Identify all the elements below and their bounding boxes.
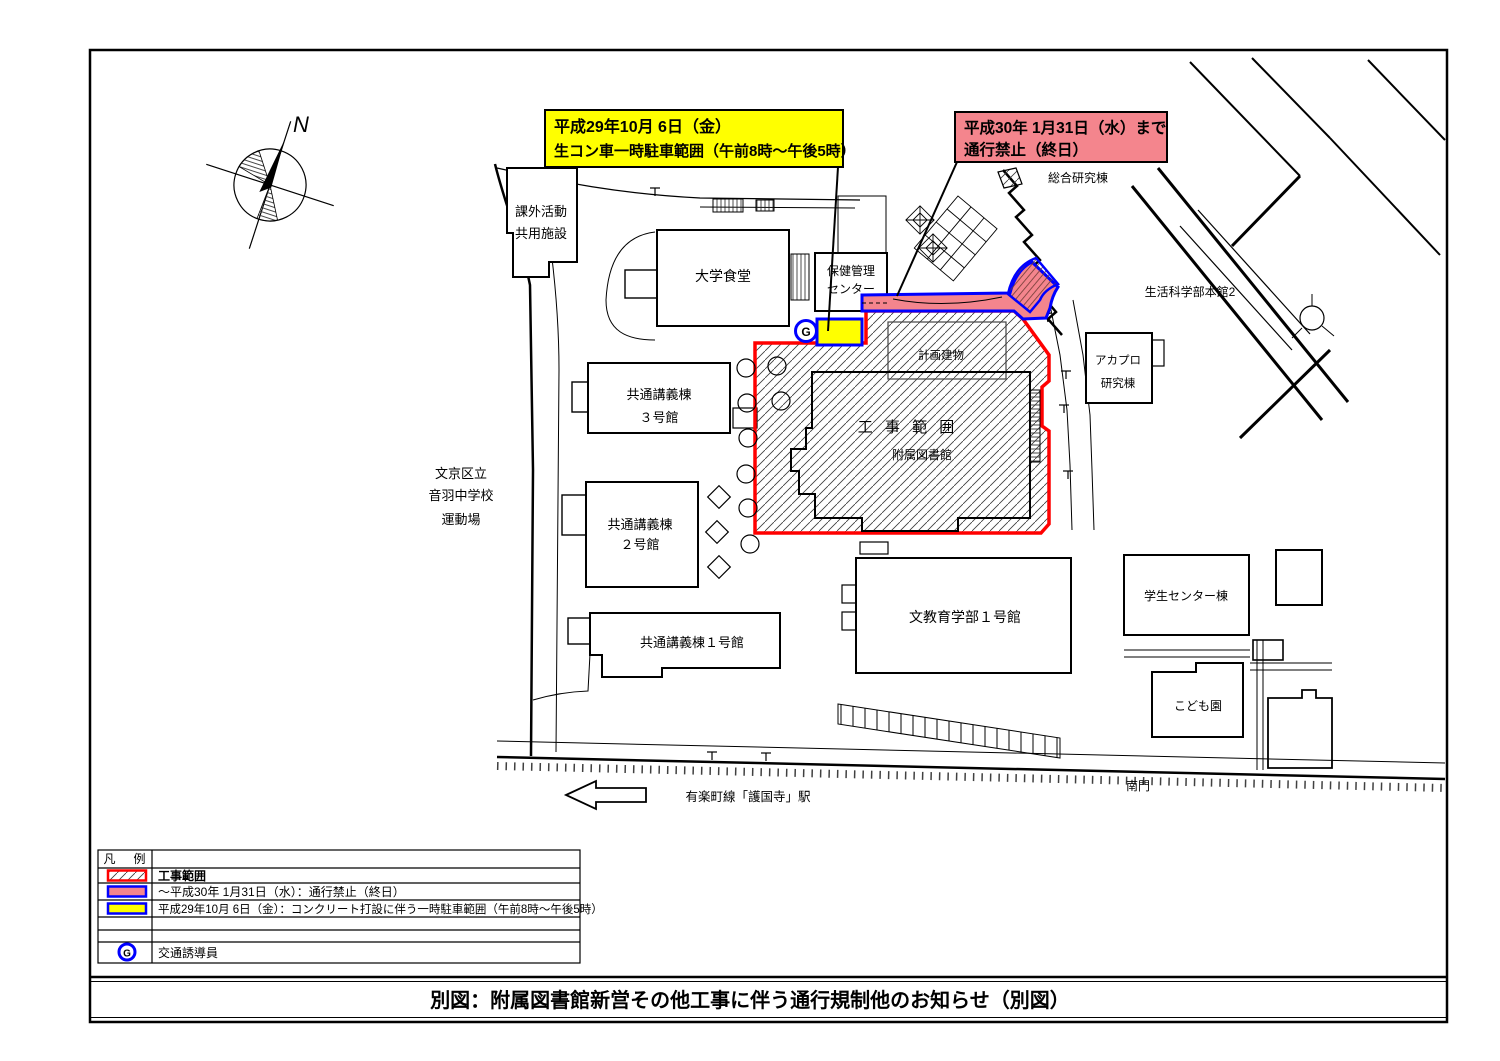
building-kyotsu3 [587,362,731,434]
building-kyotsu2 [585,481,699,588]
building-shokudo [656,229,790,327]
building-seikatsu-outline [1130,185,1324,421]
garden-features [905,195,998,282]
label-akapro-2: 研究棟 [1101,376,1136,390]
building-kagai [506,167,578,278]
label-kagai-2: 共用施設 [515,226,567,241]
label-kyotsu3-2: ３号館 [639,410,678,425]
callout-concrete-line1: 平成29年10月 6日（金） [554,117,731,136]
construction-zone: G [704,256,1061,580]
compass-north-label: N [293,112,309,137]
svg-text:G: G [801,325,810,339]
callout-closed-line1: 平成30年 1月31日（水）まで [964,118,1166,137]
callout-concrete-parking [544,109,844,168]
traffic-guard-icon: G [794,319,818,343]
legend-swatch-construction [106,869,148,882]
label-keikaku: 計画建物 [918,348,964,362]
left-arrow-icon [563,779,647,811]
legend-label-parking: 平成29年10月 6日（金）：コンクリート打設に伴う一時駐車範囲（午前8時～午後… [158,902,603,916]
compass-rose: N [206,112,334,249]
page-border [88,48,1449,1024]
building-kodomo [1151,662,1244,738]
legend-guard-icon: G [117,942,137,962]
building-kyotsu1 [589,612,781,678]
label-bunkyoiku: 文教育学部１号館 [909,609,1021,625]
temporary-parking-area [815,317,864,347]
label-kyotsu3-1: 共通講義棟 [626,387,691,402]
building-akapro [1085,332,1153,404]
map-labels: 課外活動 共用施設 大学食堂 保健管理 センター 総合研究棟 生活科学部本館2 … [428,170,1235,793]
callout-road-closed [954,111,1168,163]
label-fuzoku: 附属図書館 [892,447,952,462]
label-bunkyo-2: 音羽中学校 [428,488,493,503]
legend-table: 凡 例 工事範囲 ～平成30年 1月31日（水）：通行禁止（終日） 平成29年1… [97,849,603,964]
label-bunkyo-1: 文京区立 [435,466,487,481]
closed-corridor-fan [1006,256,1061,314]
legend-swatch-parking [106,902,148,915]
campus-buildings [506,167,1250,738]
stairs-hatch [790,253,810,301]
label-nanmon: 南門 [1126,778,1150,793]
right-campus-structures [997,57,1446,770]
legend-header: 凡 例 [103,852,148,866]
label-hoken-2: センター [827,282,875,296]
label-shokudo: 大学食堂 [695,268,751,284]
legend-swatch-closed [106,885,148,898]
drawing-title: 別図：附属図書館新営その他工事に伴う通行規制他のお知らせ（別図） [430,988,1070,1012]
callouts: 平成29年10月 6日（金） 生コン車一時駐車範囲（午前8時～午後5時） 平成3… [544,109,1168,332]
parking-stalls [837,703,1061,759]
label-akapro-1: アカプロ [1095,354,1141,367]
label-seikatsu: 生活科学部本館2 [1145,284,1236,299]
legend-label-construction: 工事範囲 [158,868,206,883]
label-hoken-1: 保健管理 [827,263,875,278]
label-gakusei: 学生センター棟 [1144,588,1228,603]
callout-concrete-line2: 生コン車一時駐車範囲（午前8時～午後5時） [554,142,856,160]
planned-building-outline [887,321,1007,380]
label-kodomo: こども園 [1174,699,1222,713]
label-kagai-1: 課外活動 [515,204,567,219]
building-bunkyoiku [855,557,1072,674]
label-kyotsu2-2: ２号館 [620,537,659,552]
label-sogo: 総合研究棟 [1048,170,1108,185]
callout-closed-line2: 通行禁止（終日） [964,140,1088,159]
building-sogo-outline [1002,169,1063,336]
station-direction: 有楽町線「護国寺」駅 [563,779,811,811]
library-building-outline [790,371,1031,532]
building-gakusei [1123,554,1250,636]
trees [704,356,791,580]
label-kyotsu2-1: 共通講義棟 [607,517,672,532]
station-label: 有楽町線「護国寺」駅 [685,789,811,804]
legend-label-closed: ～平成30年 1月31日（水）：通行禁止（終日） [158,884,405,899]
label-bunkyo-3: 運動場 [441,512,480,527]
label-koji-hani: 工 事 範 囲 [858,418,959,436]
label-kyotsu1: 共通講義棟１号館 [640,635,744,650]
campus-roads [493,163,1446,792]
svg-text:G: G [123,949,131,960]
legend-label-guard: 交通誘導員 [158,945,218,960]
